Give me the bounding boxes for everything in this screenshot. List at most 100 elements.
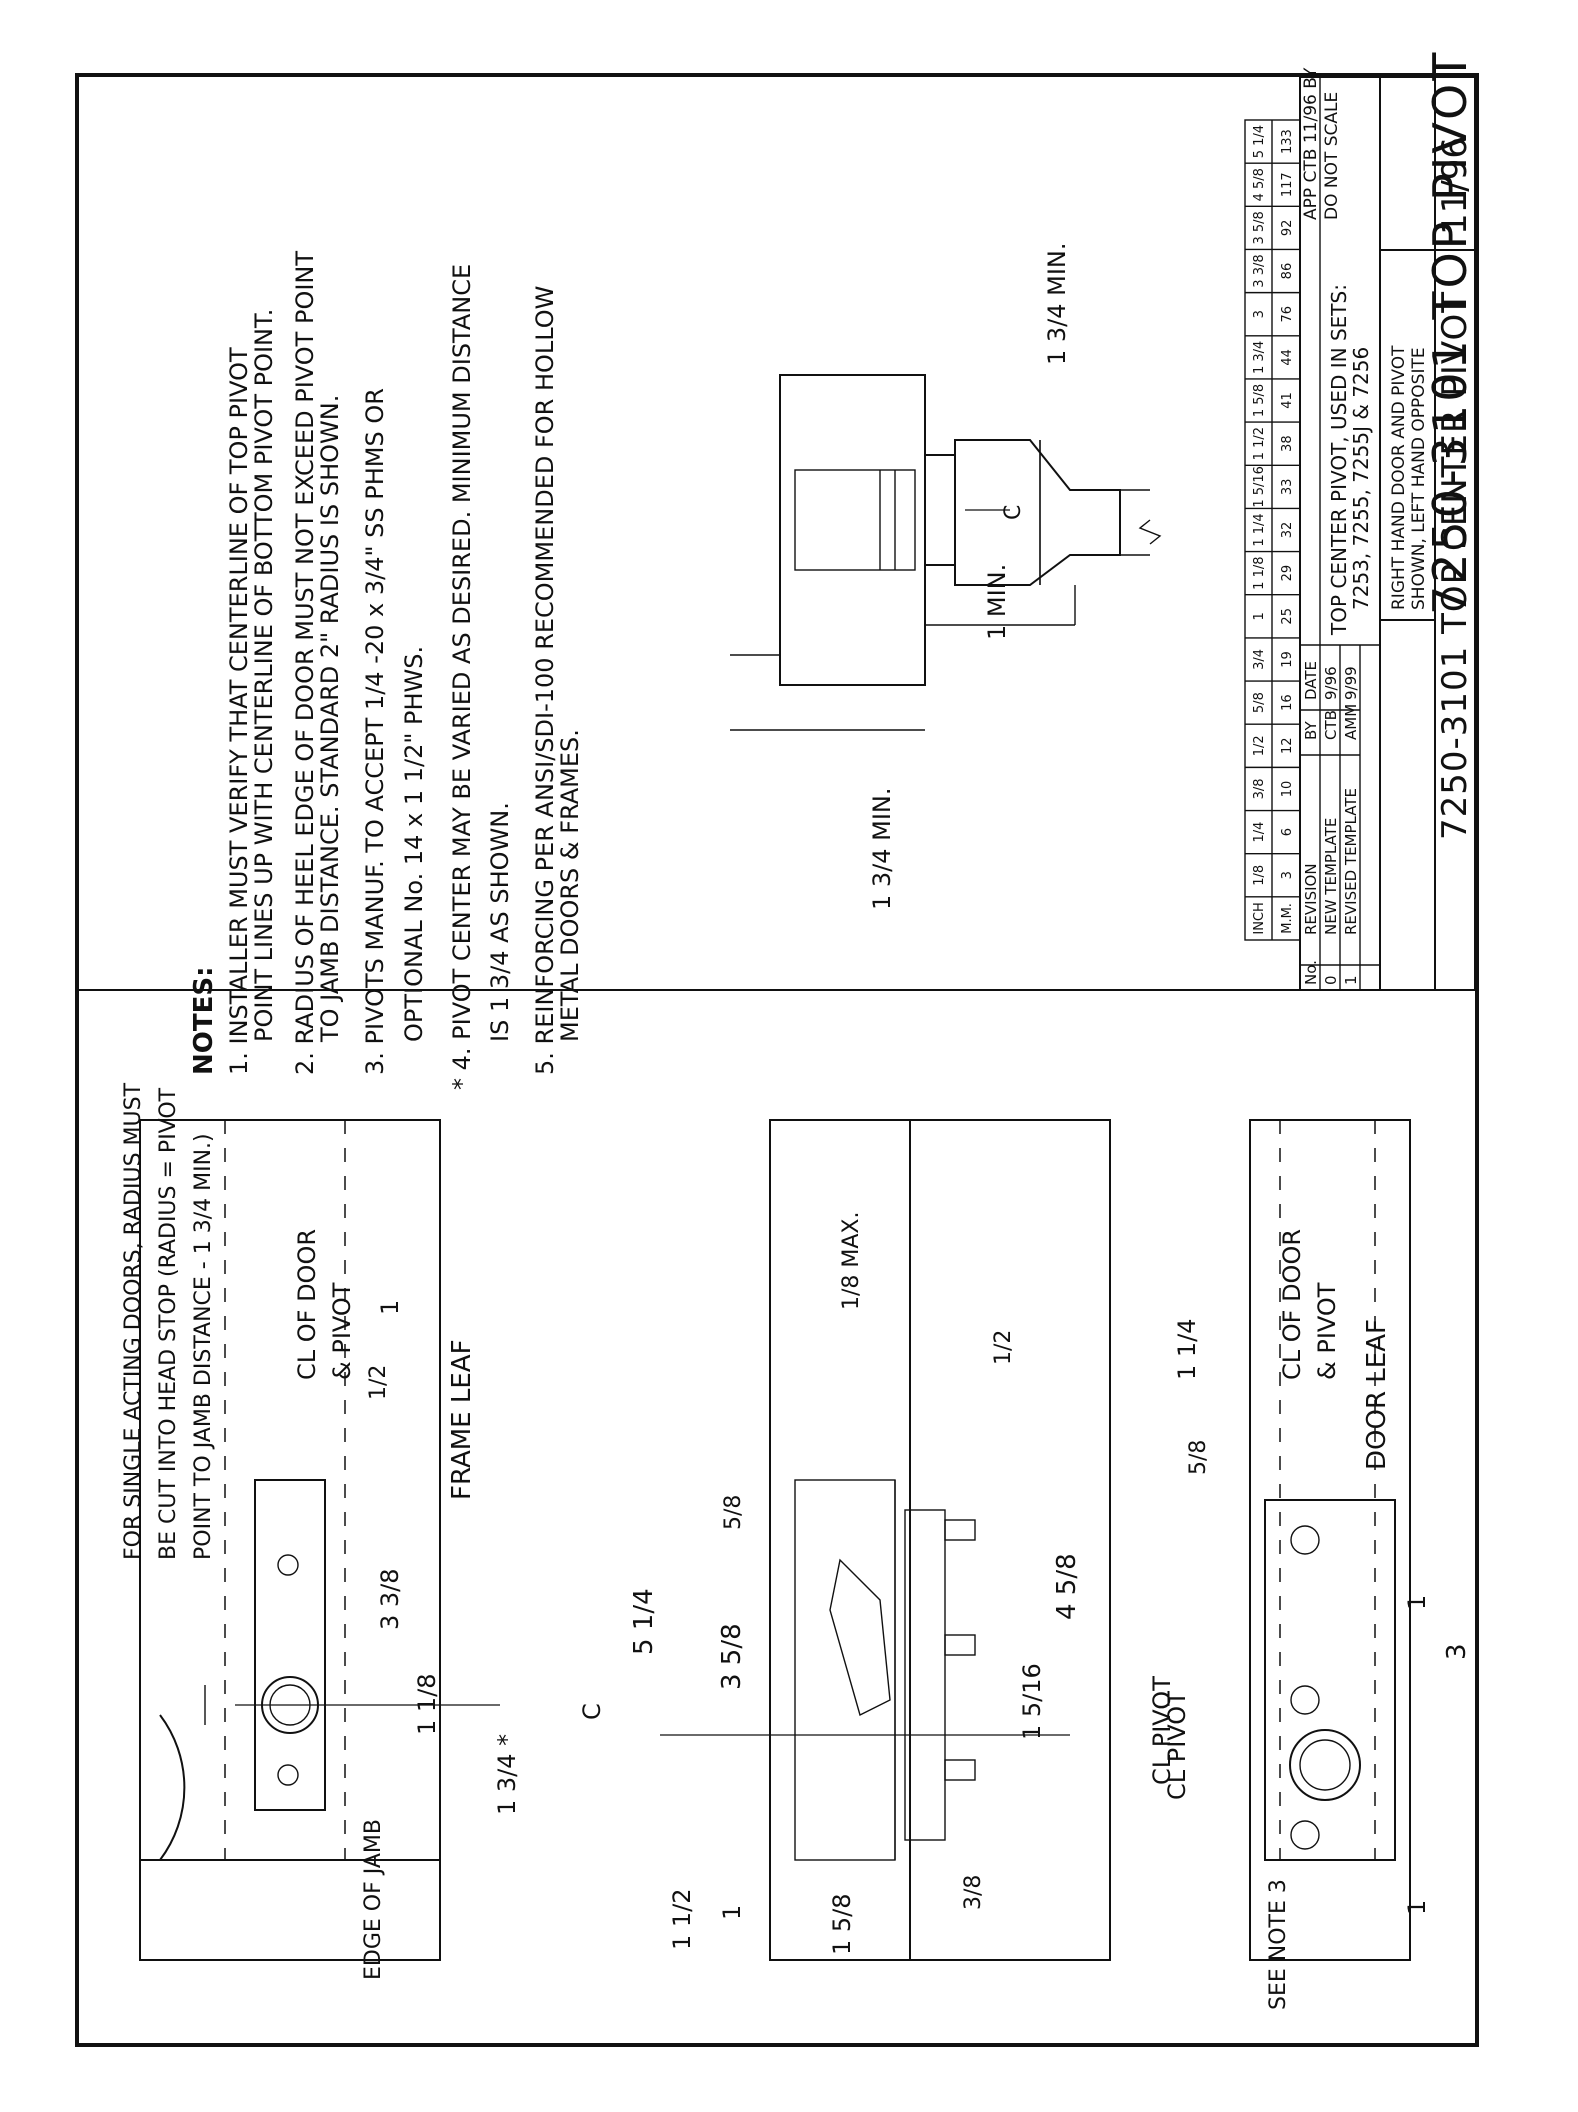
conv-inch-cell: 3 5/8 — [1252, 211, 1267, 244]
frame-edge-of-jamb: EDGE OF JAMB — [361, 1819, 386, 1980]
detail-min-1-3-4-left: 1 3/4 MIN. — [868, 787, 896, 910]
section-dim-3-5-8: 3 5/8 — [717, 1623, 747, 1690]
conv-inch-cell: 1 5/16 — [1252, 466, 1267, 508]
title-part-number: 7250-3101 TOP CENTER PIVOT — [1435, 291, 1475, 840]
conv-mm-cell: 12 — [1280, 738, 1295, 755]
conv-mm-cell: 133 — [1280, 129, 1295, 154]
title-date: 11/96 — [1435, 137, 1475, 235]
conv-inch-cell: 1 — [1252, 612, 1267, 620]
door-dim-5-8: 5/8 — [1186, 1440, 1211, 1475]
rev-cell: AMM — [1342, 704, 1360, 740]
rev-header: DATE — [1302, 661, 1320, 700]
note-3b: OPTIONAL No. 14 x 1 1/2" PHWS. — [400, 646, 428, 1042]
rev-cell: NEW TEMPLATE — [1322, 818, 1340, 935]
door-dim-1b: 1 — [1403, 1900, 1431, 1915]
conv-mm-cell: 38 — [1280, 435, 1295, 452]
conv-inch-cell: 1/4 — [1252, 822, 1267, 843]
title-strip: 7250-3101 TOP CENTER PIVOT 11/96 RIGHT H… — [77, 77, 1475, 991]
conv-inch-cell: 5/8 — [1252, 692, 1267, 713]
conv-inch-cell: 4 5/8 — [1252, 168, 1267, 201]
section-dim-3-8: 3/8 — [961, 1875, 986, 1910]
frame-dim-1-3-4: 1 3/4 * — [493, 1734, 521, 1815]
conv-mm-cell: 76 — [1280, 306, 1295, 323]
conv-mm-label: M.M. — [1280, 903, 1295, 934]
title-hand-line2: SHOWN, LEFT HAND OPPOSITE — [1409, 347, 1429, 610]
conv-mm-cell: 86 — [1280, 263, 1295, 280]
conv-mm-cell: 3 — [1280, 871, 1295, 879]
detail-view: C 1 3/4 MIN. 1 MIN. 1 3/4 MIN. — [730, 242, 1162, 910]
frame-cl-label: CL OF DOOR — [293, 1229, 321, 1380]
app-by: APP CTB 11/96 BY — [1301, 67, 1321, 220]
section-dim-4-5-8: 4 5/8 — [1052, 1553, 1082, 1620]
door-see-note: SEE NOTE 3 — [1266, 1879, 1291, 2010]
frame-single-note-3: POINT TO JAMB DISTANCE - 1 3/4 MIN.) — [191, 1133, 216, 1560]
sheet-border — [75, 73, 1479, 2047]
conv-mm-cell: 25 — [1280, 608, 1295, 625]
section-dim-1: 1 — [718, 1905, 746, 1920]
conv-inch-cell: 1/8 — [1252, 865, 1267, 886]
notes-block: NOTES: 1. INSTALLER MUST VERIFY THAT CEN… — [189, 251, 584, 1090]
rev-cell: REVISED TEMPLATE — [1342, 788, 1360, 935]
section-pivot-cl: CL PIVOT — [1163, 1691, 1191, 1800]
frame-single-note-1: FOR SINGLE ACTING DOORS, RADIUS MUST — [121, 1082, 146, 1560]
rev-cell: 1 — [1342, 975, 1360, 985]
door-dim-1-1-4: 1 1/4 — [1173, 1318, 1201, 1380]
conv-mm-cell: 16 — [1280, 694, 1295, 711]
conv-mm-cell: 29 — [1280, 565, 1295, 582]
conv-inch-cell: 1 3/4 — [1252, 341, 1267, 374]
frame-dim-1: 1 — [376, 1300, 404, 1315]
conv-mm-cell: 41 — [1280, 392, 1295, 409]
frame-leaf-view: FOR SINGLE ACTING DOORS, RADIUS MUST BE … — [121, 1082, 606, 1980]
rev-cell: 9/96 — [1322, 666, 1340, 700]
note-3a: 3. PIVOTS MANUF. TO ACCEPT 1/4 -20 x 3/4… — [361, 388, 389, 1075]
frame-dim-1-1-8: 1 1/8 — [413, 1673, 441, 1735]
do-not-scale: DO NOT SCALE — [1322, 92, 1342, 220]
conv-inch-cell: 1 1/2 — [1252, 427, 1267, 460]
frame-dim-3-3-8: 3 3/8 — [376, 1568, 404, 1630]
section-dim-1-5-16: 1 5/16 — [1018, 1663, 1046, 1740]
rev-header: REVISION — [1302, 863, 1320, 935]
door-dim-3: 3 — [1442, 1643, 1472, 1660]
section-dim-1-half: 1 1/2 — [668, 1888, 696, 1950]
door-dim-1a: 1 — [1403, 1595, 1431, 1610]
conv-inch-cell: 3 3/8 — [1252, 254, 1267, 287]
detail-cl-mark: C — [1001, 505, 1026, 520]
section-dim-5-8: 5/8 — [721, 1495, 746, 1530]
conv-mm-cell: 33 — [1280, 479, 1295, 496]
door-pivot-cl: CL PIVOT — [1148, 1676, 1176, 1785]
conv-inch-cell: 3/4 — [1252, 649, 1267, 670]
section-view: 1/8 MAX. 1/2 5/8 5 1/4 3 5/8 4 5/8 1 5/1… — [629, 1119, 1191, 1961]
note-1b: POINT LINES UP WITH CENTERLINE OF BOTTOM… — [250, 309, 278, 1042]
title-hand-line1: RIGHT HAND DOOR AND PIVOT — [1389, 345, 1409, 610]
section-dim-1-8-max: 1/8 MAX. — [839, 1212, 864, 1311]
note-4a: * 4. PIVOT CENTER MAY BE VARIED AS DESIR… — [448, 264, 476, 1090]
frame-pivot-cl: C — [578, 1703, 606, 1720]
section-dim-1-5-8: 1 5/8 — [828, 1893, 856, 1955]
titleblock-big-title: 7250-3101 TOP PIVOT — [1423, 50, 1477, 615]
conv-inch-cell: 3 — [1252, 310, 1267, 318]
door-cl-label: CL OF DOOR — [1278, 1229, 1306, 1380]
titleblock-desc-2: 7253, 7255, 7255J & 7256 — [1349, 347, 1373, 610]
conv-inch-cell: 3/8 — [1252, 778, 1267, 799]
frame-dim-half: 1/2 — [366, 1365, 391, 1400]
rev-cell: CTB — [1322, 710, 1340, 740]
rev-cell: 9/99 — [1342, 666, 1360, 700]
note-4b: IS 1 3/4 AS SHOWN. — [486, 802, 514, 1042]
rev-header: No. — [1302, 960, 1320, 985]
conv-mm-cell: 44 — [1280, 349, 1295, 366]
conv-mm-cell: 117 — [1280, 172, 1295, 197]
frame-single-note-2: BE CUT INTO HEAD STOP (RADIUS = PIVOT — [156, 1087, 181, 1560]
notes-heading: NOTES: — [189, 967, 219, 1075]
rev-cell: 0 — [1322, 975, 1340, 985]
note-2a: 2. RADIUS OF HEEL EDGE OF DOOR MUST NOT … — [291, 251, 319, 1075]
titleblock-desc-1: TOP CENTER PIVOT, USED IN SETS: — [1327, 284, 1351, 636]
section-dim-half: 1/2 — [991, 1330, 1016, 1365]
conv-inch-cell: 1/2 — [1252, 735, 1267, 756]
note-5a: 5. REINFORCING PER ANSI/SDI-100 RECOMMEN… — [531, 286, 559, 1075]
conv-mm-cell: 19 — [1280, 651, 1295, 668]
conv-mm-cell: 6 — [1280, 828, 1295, 836]
note-5b: METAL DOORS & FRAMES. — [556, 729, 584, 1042]
conv-mm-cell: 32 — [1280, 522, 1295, 539]
conv-inch-cell: 1 5/8 — [1252, 384, 1267, 417]
